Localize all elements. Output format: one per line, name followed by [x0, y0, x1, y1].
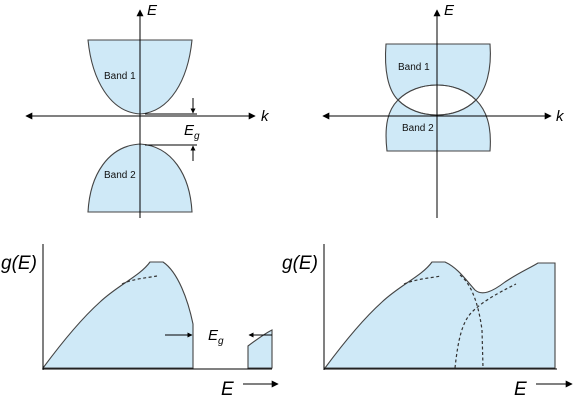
k-axis-label: k	[261, 108, 270, 125]
gap-label: Eg	[184, 122, 200, 142]
energy-axis-label: E	[444, 2, 455, 19]
band-2-label: Band 2	[402, 123, 434, 134]
band-2-label: Band 2	[104, 170, 136, 181]
gap-label: Eg	[208, 327, 224, 347]
y-axis-label: g(E)	[1, 253, 37, 274]
k-axis-label: k	[556, 108, 565, 125]
combined-dos-area	[323, 261, 556, 369]
band-1-label: Band 1	[104, 71, 136, 82]
bottom-left-dos-plot: g(E) E Eg	[1, 244, 279, 400]
top-left-band-diagram: E k Band 1 Band 2 Eg	[25, 2, 270, 218]
bottom-right-dos-plot: g(E) E	[282, 244, 573, 400]
band-1-dos-area	[247, 329, 273, 369]
dos-overlap-dashed	[121, 275, 158, 285]
x-axis-label: E	[221, 379, 234, 400]
band-2-dos-dashed	[403, 274, 484, 369]
y-axis-label: g(E)	[282, 253, 318, 274]
x-axis-label: E	[514, 379, 527, 400]
band-1-dos-dashed	[454, 283, 517, 369]
band-1-label: Band 1	[398, 62, 430, 73]
band-2-dos-area	[41, 261, 194, 369]
energy-axis-label: E	[147, 2, 158, 19]
top-right-band-diagram: E k Band 1 Band 2	[322, 2, 565, 218]
